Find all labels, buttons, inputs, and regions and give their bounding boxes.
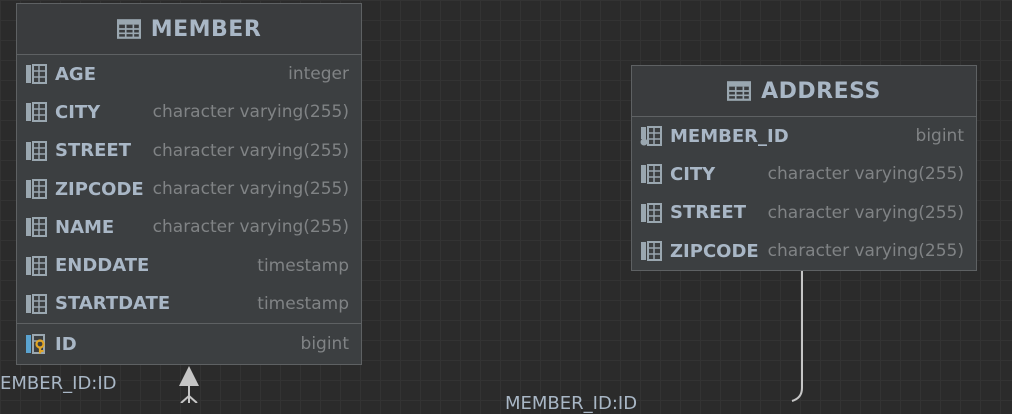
column-icon (640, 241, 662, 261)
column-icon (25, 179, 47, 199)
column-type: character varying(255) (767, 202, 964, 223)
column-icon (25, 64, 47, 84)
address-column-zipcode[interactable]: ZIPCODE character varying(255) (632, 232, 976, 270)
column-name: ZIPCODE (55, 178, 144, 200)
member-table-header[interactable]: MEMBER (17, 4, 361, 55)
address-column-member-id[interactable]: MEMBER_ID bigint (632, 117, 976, 155)
column-name: CITY (55, 101, 101, 123)
member-table-title: MEMBER (150, 16, 262, 42)
column-type: timestamp (257, 255, 349, 276)
column-name: ENDDATE (55, 255, 150, 277)
address-column-city[interactable]: CITY character varying(255) (632, 155, 976, 193)
relationship-lines (179, 271, 803, 403)
column-name: CITY (670, 163, 716, 185)
table-icon (117, 19, 141, 39)
column-icon (25, 102, 47, 122)
column-type: bigint (915, 126, 964, 147)
column-icon (640, 164, 662, 184)
column-icon (25, 294, 47, 314)
member-column-id[interactable]: ID bigint (17, 323, 361, 364)
address-table-header[interactable]: ADDRESS (632, 66, 976, 117)
relationship-label-bottom: MEMBER_ID:ID (505, 393, 638, 414)
column-name: STREET (55, 140, 131, 162)
column-type: character varying(255) (152, 140, 349, 161)
member-table[interactable]: MEMBER AGE integer CITY character varyin… (16, 3, 362, 365)
address-table[interactable]: ADDRESS MEMBER_ID bigint CITY character … (631, 65, 977, 271)
member-column-name[interactable]: NAME character varying(255) (17, 208, 361, 246)
column-name: STREET (670, 202, 746, 224)
column-type: character varying(255) (152, 102, 349, 123)
column-icon (25, 141, 47, 161)
primary-key-icon (25, 334, 47, 354)
column-type: character varying(255) (767, 164, 964, 185)
member-column-age[interactable]: AGE integer (17, 55, 361, 93)
table-icon (727, 81, 751, 101)
relationship-label-left: EMBER_ID:ID (0, 373, 117, 394)
member-column-startdate[interactable]: STARTDATE timestamp (17, 285, 361, 323)
column-name: STARTDATE (55, 293, 171, 315)
column-name: MEMBER_ID (670, 125, 789, 147)
address-member-link[interactable] (791, 271, 803, 402)
member-column-enddate[interactable]: ENDDATE timestamp (17, 246, 361, 284)
crowfoot-icon (180, 394, 198, 403)
column-type: character varying(255) (767, 241, 964, 262)
column-type: character varying(255) (152, 179, 349, 200)
column-icon (640, 203, 662, 223)
foreign-key-icon (640, 126, 662, 146)
column-name: NAME (55, 216, 115, 238)
member-column-city[interactable]: CITY character varying(255) (17, 93, 361, 131)
member-column-street[interactable]: STREET character varying(255) (17, 132, 361, 170)
column-name: AGE (55, 63, 97, 85)
column-type: timestamp (257, 293, 349, 314)
column-icon (25, 256, 47, 276)
link-arrowhead-icon (179, 366, 199, 386)
column-name: ZIPCODE (670, 240, 759, 262)
address-column-street[interactable]: STREET character varying(255) (632, 194, 976, 232)
column-name: ID (55, 333, 77, 355)
column-type: bigint (300, 334, 349, 355)
column-type: character varying(255) (152, 217, 349, 238)
column-type: integer (288, 64, 349, 85)
address-table-title: ADDRESS (761, 78, 881, 104)
column-icon (25, 217, 47, 237)
member-column-zipcode[interactable]: ZIPCODE character varying(255) (17, 170, 361, 208)
